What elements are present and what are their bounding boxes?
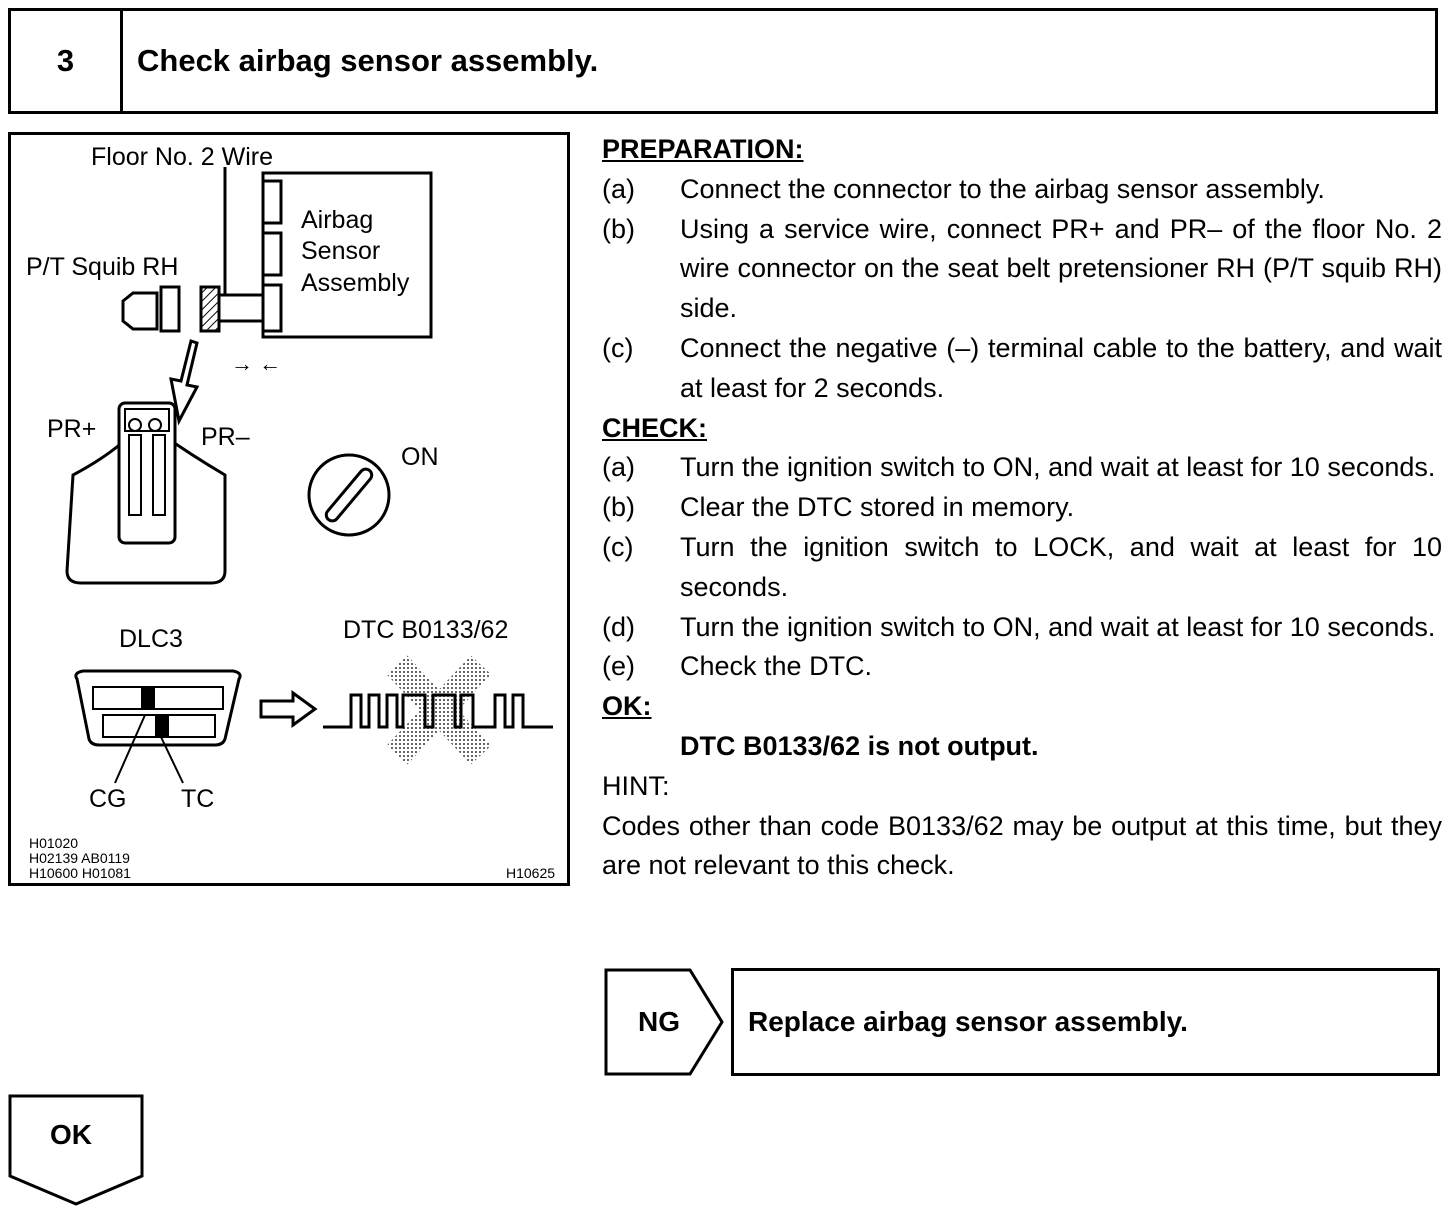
sensor-connector-1 bbox=[261, 179, 283, 225]
ok-heading: OK: bbox=[602, 691, 652, 722]
dtc-label: DTC B0133/62 bbox=[343, 616, 508, 644]
connector-closeup bbox=[117, 401, 177, 545]
pt-squib-label: P/T Squib RH bbox=[26, 253, 178, 281]
dtc-waveform bbox=[323, 693, 553, 729]
preparation-heading: PREPARATION: bbox=[602, 134, 804, 164]
check-heading: CHECK: bbox=[602, 412, 707, 443]
ng-action-box: Replace airbag sensor assembly. bbox=[731, 968, 1440, 1076]
diagram-svg: Floor No. 2 Wire Airbag Sensor Assembly … bbox=[26, 143, 555, 881]
ok-tab: OK bbox=[8, 1094, 144, 1206]
dlc3-label: DLC3 bbox=[119, 625, 183, 653]
step-number: 3 bbox=[11, 11, 123, 111]
cg-label: CG bbox=[89, 785, 127, 813]
cg-terminal bbox=[141, 687, 155, 709]
ref-id: H10625 bbox=[506, 865, 555, 881]
ref-codes-3: H10600 H01081 bbox=[29, 865, 131, 881]
hint-heading: HINT: bbox=[602, 770, 670, 801]
check-step-d: (d)Turn the ignition switch to ON, and w… bbox=[602, 611, 1436, 642]
prep-step-b: (b)Using a service wire, connect PR+ and… bbox=[602, 213, 1442, 324]
prep-step-a: (a)Connect the connector to the airbag s… bbox=[602, 173, 1325, 204]
hint-text: Codes other than code B0133/62 may be ou… bbox=[602, 810, 1442, 881]
step-title: Check airbag sensor assembly. bbox=[137, 43, 599, 78]
pr-plus-pin bbox=[128, 418, 142, 432]
ng-label: NG bbox=[638, 1006, 680, 1037]
instructions: PREPARATION: (a)Connect the connector to… bbox=[602, 130, 1442, 886]
cross-out-icon bbox=[386, 655, 492, 765]
on-label: ON bbox=[401, 443, 439, 471]
sensor-connector-3 bbox=[261, 283, 283, 333]
ok-result: DTC B0133/62 is not output. bbox=[680, 730, 1039, 761]
check-step-a: (a)Turn the ignition switch to ON, and w… bbox=[602, 452, 1436, 483]
pr-minus-label: PR– bbox=[201, 423, 250, 451]
pt-squib-connector bbox=[159, 285, 181, 333]
ref-codes-1: H01020 bbox=[29, 835, 78, 851]
prep-step-c: (c)Connect the negative (–) terminal cab… bbox=[602, 332, 1442, 403]
check-step-b: (b)Clear the DTC stored in memory. bbox=[602, 492, 1075, 523]
floor-wire-label: Floor No. 2 Wire bbox=[91, 143, 273, 171]
pt-squib-body bbox=[121, 291, 159, 331]
sensor-connector-2 bbox=[261, 231, 283, 277]
ref-codes-2: H02139 AB0119 bbox=[29, 850, 130, 866]
floor-wire-connector bbox=[199, 285, 221, 333]
down-arrow-icon bbox=[169, 339, 200, 426]
airbag-sensor-label-1: Airbag bbox=[301, 206, 373, 234]
pr-minus-pin bbox=[148, 418, 162, 432]
connect-arrows: → ← bbox=[231, 351, 281, 376]
check-step-e: (e)Check the DTC. bbox=[602, 651, 873, 682]
airbag-sensor-label-2: Sensor bbox=[301, 237, 380, 265]
diagram-figure: Floor No. 2 Wire Airbag Sensor Assembly … bbox=[8, 132, 570, 886]
check-step-c: (c)Turn the ignition switch to LOCK, and… bbox=[602, 531, 1442, 602]
tc-terminal bbox=[155, 715, 169, 737]
right-arrow-icon bbox=[259, 690, 318, 728]
airbag-sensor-label-3: Assembly bbox=[301, 269, 410, 297]
step-header: 3 Check airbag sensor assembly. bbox=[8, 8, 1438, 114]
tc-label: TC bbox=[181, 785, 214, 813]
ng-tab: NG bbox=[604, 968, 724, 1076]
ok-flow-label: OK bbox=[50, 1119, 92, 1150]
pr-plus-label: PR+ bbox=[47, 415, 96, 443]
